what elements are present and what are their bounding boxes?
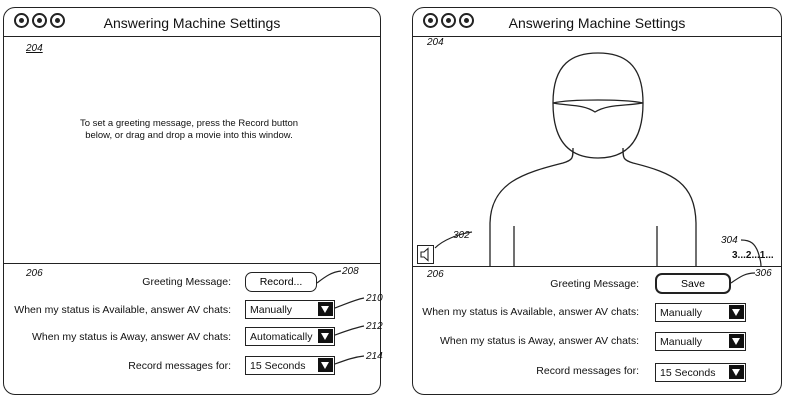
- ref-204: 204: [427, 37, 444, 48]
- ref-306: 306: [755, 268, 772, 279]
- preview-divider: [413, 266, 781, 267]
- away-answer-value: Automatically: [250, 331, 313, 343]
- ref-208: 208: [342, 266, 359, 277]
- available-answer-select[interactable]: Manually: [655, 303, 746, 322]
- save-button[interactable]: Save: [655, 273, 731, 294]
- ref-210: 210: [366, 293, 383, 304]
- countdown-text: 3...2...1...: [732, 250, 774, 261]
- window-controls: [423, 13, 474, 28]
- ref-206: 206: [427, 269, 444, 280]
- minimize-circle-icon[interactable]: [32, 13, 47, 28]
- leader-lines: [316, 270, 365, 365]
- person-silhouette-icon: [489, 52, 697, 266]
- right-titlebar: Answering Machine Settings: [413, 8, 781, 37]
- window-title: Answering Machine Settings: [508, 15, 686, 31]
- close-circle-icon[interactable]: [14, 13, 29, 28]
- greeting-instruction-text: To set a greeting message, press the Rec…: [79, 118, 299, 141]
- away-answer-select[interactable]: Manually: [655, 332, 746, 351]
- record-duration-select[interactable]: 15 Seconds: [245, 356, 335, 375]
- available-status-label: When my status is Available, answer AV c…: [422, 306, 639, 318]
- available-answer-value: Manually: [660, 307, 703, 319]
- away-answer-select[interactable]: Automatically: [245, 327, 335, 346]
- dropdown-arrow-icon[interactable]: [318, 302, 333, 316]
- dropdown-arrow-icon[interactable]: [729, 305, 744, 319]
- record-button[interactable]: Record...: [245, 272, 317, 292]
- leader-lines: [434, 231, 762, 284]
- preview-divider: [4, 263, 380, 264]
- away-answer-value: Manually: [660, 336, 703, 348]
- ref-302: 302: [453, 230, 470, 241]
- right-settings-window: Answering Machine Settings 204 302 304 3…: [412, 7, 782, 395]
- dropdown-arrow-icon[interactable]: [318, 358, 333, 372]
- ref-204: 204: [26, 43, 43, 54]
- close-circle-icon[interactable]: [423, 13, 438, 28]
- record-duration-select[interactable]: 15 Seconds: [655, 363, 746, 382]
- dropdown-arrow-icon[interactable]: [729, 334, 744, 348]
- ref-304: 304: [721, 235, 738, 246]
- available-answer-select[interactable]: Manually: [245, 300, 335, 319]
- available-status-label: When my status is Available, answer AV c…: [14, 304, 231, 316]
- ref-206: 206: [26, 268, 43, 279]
- away-status-label: When my status is Away, answer AV chats:: [440, 335, 639, 347]
- dropdown-arrow-icon[interactable]: [318, 329, 333, 343]
- dropdown-arrow-icon[interactable]: [729, 365, 744, 379]
- zoom-circle-icon[interactable]: [50, 13, 65, 28]
- left-settings-window: Answering Machine Settings 204 To set a …: [3, 7, 383, 395]
- video-preview: [489, 52, 697, 266]
- greeting-message-label: Greeting Message:: [142, 276, 231, 288]
- ref-214: 214: [366, 351, 383, 362]
- window-controls: [14, 13, 65, 28]
- record-duration-value: 15 Seconds: [660, 367, 716, 379]
- available-answer-value: Manually: [250, 304, 293, 316]
- record-duration-value: 15 Seconds: [250, 360, 306, 372]
- minimize-circle-icon[interactable]: [441, 13, 456, 28]
- left-titlebar: Answering Machine Settings: [4, 8, 380, 37]
- away-status-label: When my status is Away, answer AV chats:: [32, 331, 231, 343]
- greeting-message-label: Greeting Message:: [550, 278, 639, 290]
- speaker-icon[interactable]: [417, 245, 434, 264]
- window-title: Answering Machine Settings: [103, 15, 281, 31]
- zoom-circle-icon[interactable]: [459, 13, 474, 28]
- record-duration-label: Record messages for:: [536, 365, 639, 377]
- record-duration-label: Record messages for:: [128, 360, 231, 372]
- ref-212: 212: [366, 321, 383, 332]
